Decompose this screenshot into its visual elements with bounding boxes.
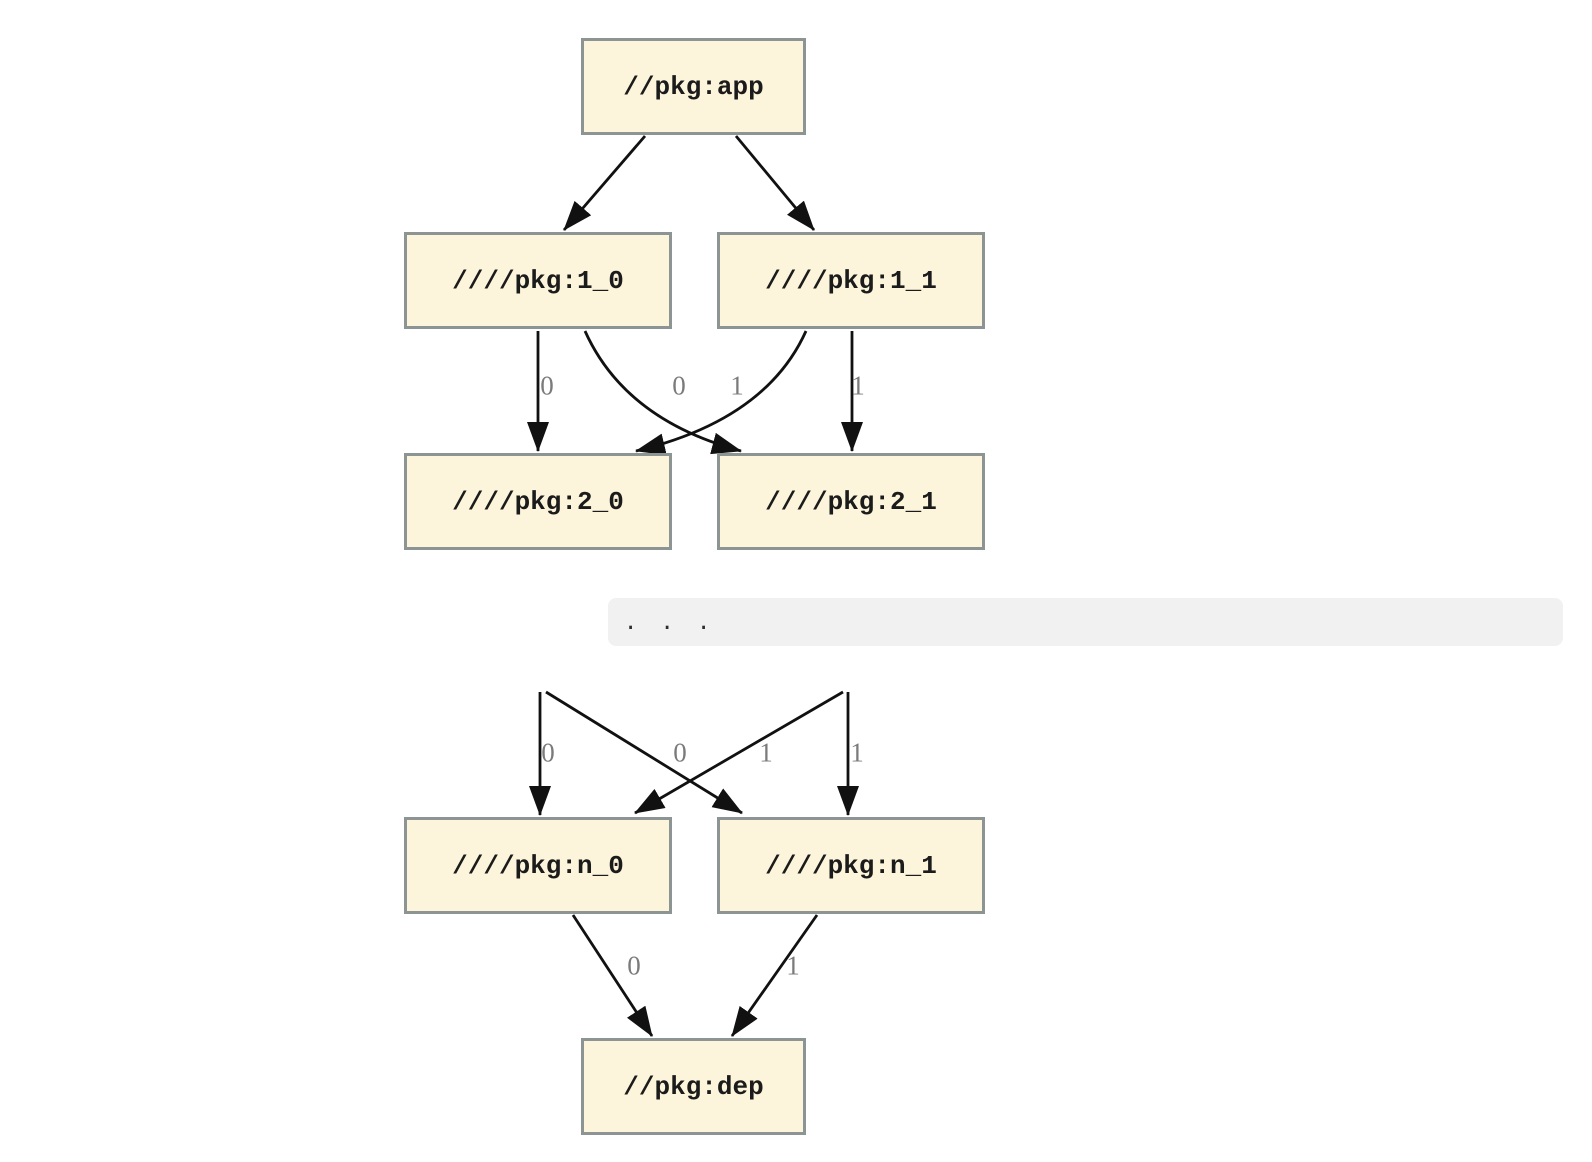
node-pkg-dep: //pkg:dep [581,1038,806,1135]
edge-label: 0 [541,737,555,768]
node-pkg-n_1: ////pkg:n_1 [717,817,985,914]
ellipsis-bar: . . . [608,598,1563,646]
edge-ellipsis-to-n_0-cross [634,690,844,815]
edge-label: 0 [673,737,687,768]
edge-1_0-to-2_1 [583,330,742,455]
edge-label: 0 [672,370,686,401]
node-pkg-1_1: ////pkg:1_1 [717,232,985,329]
node-pkg-2_0: ////pkg:2_0 [404,453,672,550]
node-pkg-1_0: ////pkg:1_0 [404,232,672,329]
edge-label: 0 [627,950,641,981]
edge-label: 0 [540,370,554,401]
node-pkg-2_1: ////pkg:2_1 [717,453,985,550]
edge-label: 1 [851,370,865,401]
edge-n_0-to-dep [571,914,654,1037]
edge-app-to-1_0 [562,135,647,231]
edge-label: 1 [730,370,744,401]
edge-app-to-1_1 [734,135,816,231]
ellipsis-text: . . . [624,609,716,635]
edge-ellipsis-to-n_1-cross [545,690,743,815]
edge-n_1-to-dep [730,914,819,1037]
node-pkg-n_0: ////pkg:n_0 [404,817,672,914]
edge-label: 1 [786,950,800,981]
edge-1_1-to-2_0 [635,330,808,455]
edge-label: 1 [850,737,864,768]
node-pkg-app: //pkg:app [581,38,806,135]
edge-label: 1 [759,737,773,768]
